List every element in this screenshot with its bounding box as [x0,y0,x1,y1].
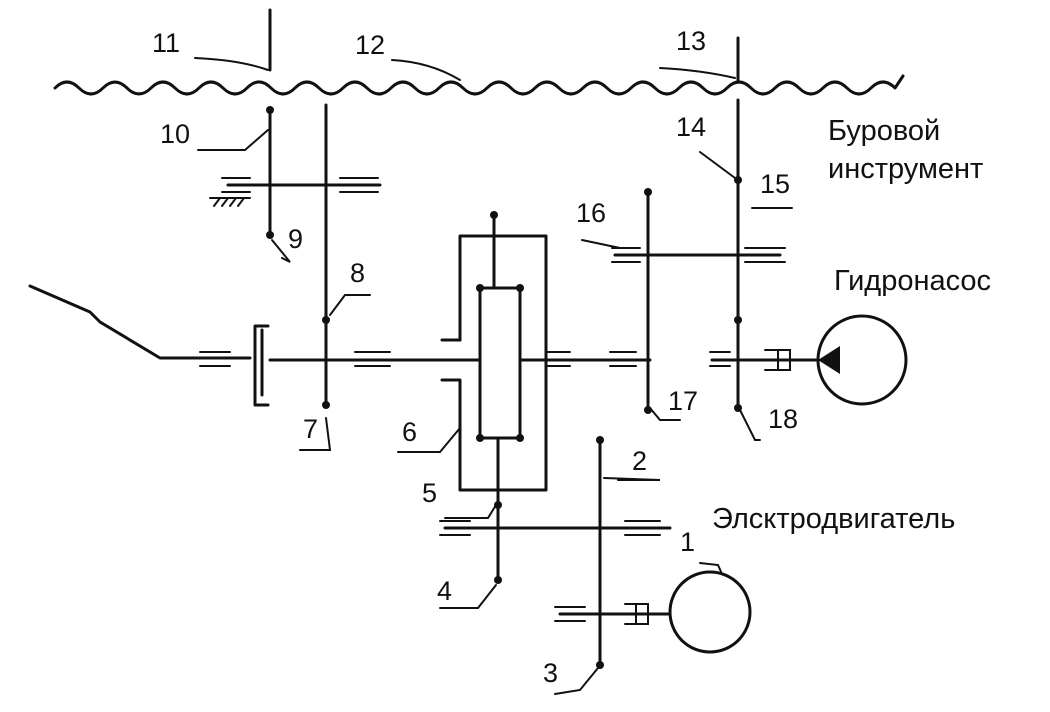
label-2: 2 [632,446,647,476]
label-7: 7 [303,414,318,444]
label-13: 13 [676,26,706,56]
hydropump-arrow [818,346,840,374]
caption-electric-motor: Элсктродвигатель [712,503,955,535]
label-16: 16 [576,198,606,228]
label-14: 14 [676,112,706,142]
differential-gears [478,286,522,440]
caption-drill-tool-2: инструмент [828,153,983,185]
label-18: 18 [768,404,798,434]
motor-coupling [624,603,649,625]
label-11: 11 [152,28,180,58]
ground-hatch [213,197,245,207]
label-3: 3 [543,658,558,688]
differential-housing [440,234,548,492]
gear-tips [266,106,742,669]
input-lever [28,284,252,360]
label-5: 5 [422,478,437,508]
label-6: 6 [402,417,417,447]
label-4: 4 [437,576,452,606]
label-15: 15 [760,169,790,199]
wavy-rod-line [53,74,905,96]
label-9: 9 [288,224,303,254]
label-1: 1 [680,527,695,557]
electric-motor-circle [668,570,752,654]
label-10: 10 [160,119,190,149]
caption-drill-tool-1: Буровой [828,115,940,147]
label-12: 12 [355,30,385,60]
leader-lines [194,57,793,695]
caption-hydropump: Гидронасос [834,265,991,297]
label-17: 17 [668,386,698,416]
label-8: 8 [350,258,365,288]
pump-coupling [764,349,791,371]
clutch-bracket [253,324,270,407]
